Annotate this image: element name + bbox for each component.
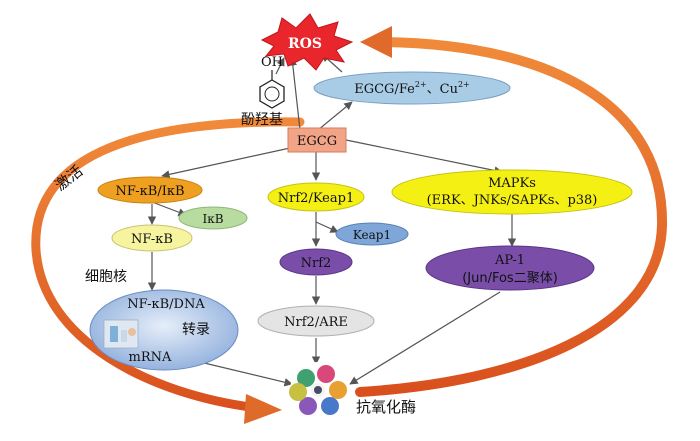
- nrf2-keap1-node: Nrf2/Keap1: [267, 182, 365, 212]
- phenol-to-ros-arrow: [275, 57, 285, 75]
- ap1-node: AP-1 (Jun/Fos二聚体): [425, 245, 595, 291]
- nucleus-to-enzyme-arrow: [199, 361, 293, 387]
- phenol-group-label: 酚羟基: [241, 111, 283, 128]
- mapks-sub-label: (ERK、JNKs/SAPKs、p38): [427, 193, 598, 208]
- mapks-label: MAPKs: [488, 176, 536, 191]
- nfkb-ikb-label: NF-κB/IκB: [115, 184, 184, 199]
- mrna-label: mRNA: [129, 350, 172, 365]
- ros-burst-shape: [260, 13, 354, 71]
- ap1-to-enzyme-arrow: [349, 291, 501, 385]
- ap1-label: AP-1: [494, 253, 525, 268]
- egcg-label: EGCG: [297, 134, 337, 149]
- ikb-node: IκB: [178, 206, 248, 230]
- egcg-metal-sep: 、Cu: [427, 82, 458, 97]
- nrf2-are-node: Nrf2/ARE: [257, 305, 375, 337]
- nucleus-node: NF-κB/DNA 转录 mRNA: [89, 289, 239, 371]
- lab-photo-icon: [103, 319, 139, 349]
- ap1-sub-label: (Jun/Fos二聚体): [462, 271, 558, 286]
- keap-split-arrow: [315, 221, 339, 233]
- feedback-arrowhead: [360, 26, 392, 58]
- ikb-label: IκB: [202, 212, 223, 226]
- nfkb-label: NF-κB: [131, 232, 173, 247]
- egcg-to-metal-arrow: [317, 101, 353, 131]
- ros-node: ROS: [260, 13, 354, 71]
- benzene-ring-icon: [259, 79, 285, 109]
- keap1-label: Keap1: [353, 228, 391, 242]
- phenol-oh-label: OH: [261, 55, 283, 70]
- svg-text:EGCG/Fe2+、Cu2+: EGCG/Fe2+、Cu2+: [354, 80, 470, 97]
- egcg-metal-main: EGCG/Fe: [354, 82, 415, 97]
- feedback-arc: [355, 37, 668, 397]
- protein-structure-icon: [289, 362, 347, 418]
- egcg-metal-sup2: 2+: [458, 80, 470, 89]
- phenol-group: OH 酚羟基: [241, 55, 285, 128]
- transcription-label: 转录: [182, 322, 210, 338]
- nrf2-keap1-label: Nrf2/Keap1: [278, 191, 354, 206]
- mapks-node: MAPKs (ERK、JNKs/SAPKs、p38): [391, 169, 633, 215]
- ros-label: ROS: [288, 36, 322, 52]
- egcg-metal-sup1: 2+: [415, 80, 427, 89]
- nfkbikb-to-ikb-arrow: [151, 201, 187, 217]
- nfkb-dna-label: NF-κB/DNA: [127, 297, 205, 312]
- egcg-to-ros-arrow: [288, 57, 301, 131]
- egcg-metal-node: EGCG/Fe2+、Cu2+: [313, 71, 511, 105]
- nrf2-label: Nrf2: [301, 256, 332, 271]
- nrf2-are-label: Nrf2/ARE: [284, 315, 348, 330]
- nrf2-node: Nrf2: [279, 248, 353, 276]
- nfkb-node: NF-κB: [111, 224, 193, 252]
- activation-arc: [31, 117, 305, 413]
- antioxidant-enzyme-label: 抗氧化酶: [356, 398, 416, 416]
- egcg-node: EGCG: [287, 127, 347, 153]
- activation-arrowhead: [244, 394, 282, 424]
- nfkb-ikb-node: NF-κB/IκB: [97, 176, 203, 204]
- egcg-to-mapk-arrow: [345, 139, 503, 175]
- nucleus-label: 细胞核: [85, 269, 127, 285]
- keap1-node: Keap1: [335, 222, 409, 246]
- egcg-to-nfkb-arrow: [161, 147, 291, 179]
